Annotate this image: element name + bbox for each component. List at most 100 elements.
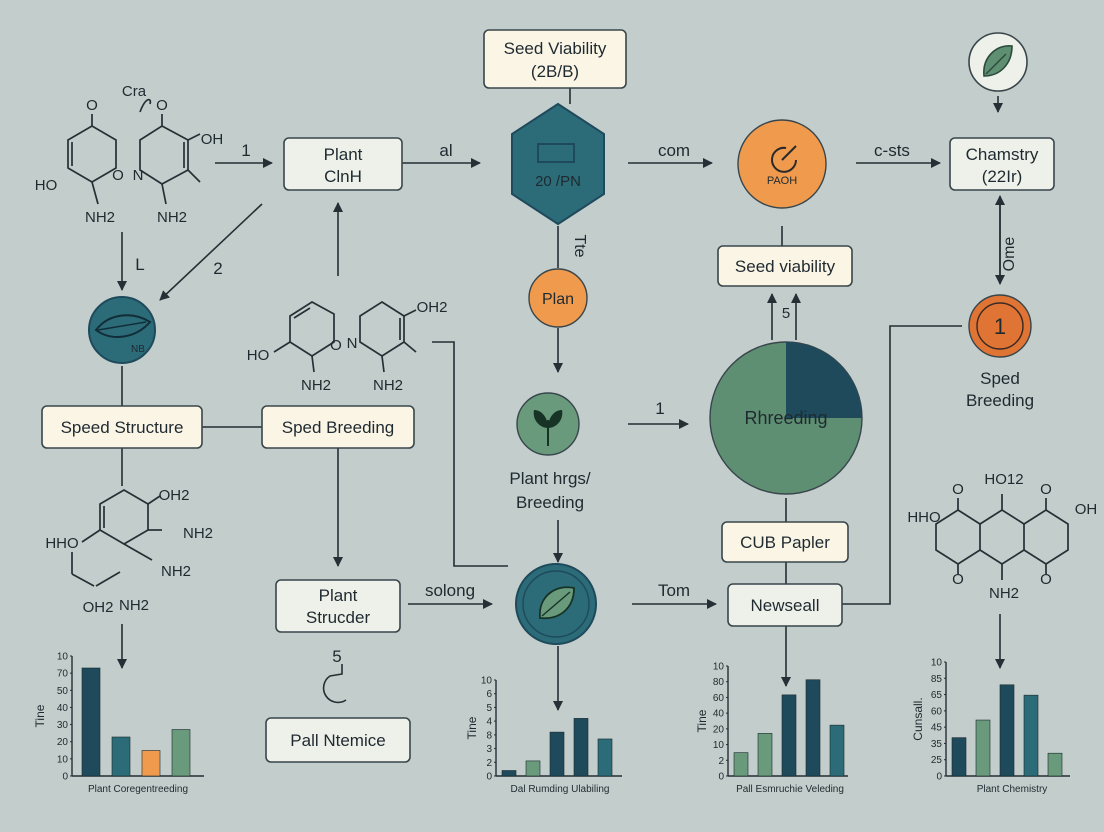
svg-text:Seed viability: Seed viability xyxy=(735,257,836,276)
edge-label-5-hook: 5 xyxy=(332,647,341,666)
screen-icon xyxy=(537,143,575,163)
node-plant-hrgs-label: Plant hrgs/ Breeding xyxy=(509,469,591,512)
edge-label-tte: Tte xyxy=(571,234,588,257)
tick-label: 45 xyxy=(931,723,943,734)
tick-label: 10 xyxy=(57,652,69,663)
svg-text:HO12: HO12 xyxy=(984,471,1023,488)
svg-text:NH2: NH2 xyxy=(301,377,331,394)
molecule-m1: O HO O NH2 xyxy=(35,97,124,226)
line-m4-to-leaf xyxy=(432,341,508,567)
svg-text:20 /PN: 20 /PN xyxy=(535,173,581,190)
y-axis-label: Cunsall. xyxy=(911,697,925,740)
svg-text:Sped: Sped xyxy=(980,369,1020,388)
svg-text:HO: HO xyxy=(35,177,58,194)
svg-text:HO: HO xyxy=(247,347,270,364)
bar xyxy=(951,737,967,777)
tick-label: 4 xyxy=(486,717,492,728)
tick-label: 0 xyxy=(486,772,492,783)
svg-text:NH2: NH2 xyxy=(161,563,191,580)
edge-label-csts: c-sts xyxy=(874,141,910,160)
tick-label: 10 xyxy=(713,662,725,673)
svg-text:O: O xyxy=(952,571,964,588)
tick-label: 0 xyxy=(936,772,942,783)
node-chamstry: Chamstry (22Ir) xyxy=(949,137,1055,191)
edge-label-al: al xyxy=(439,141,452,160)
edge-label-5-up: 5 xyxy=(782,305,790,322)
tick-label: 40 xyxy=(57,703,69,714)
tick-label: 80 xyxy=(713,677,725,688)
svg-text:PAOH: PAOH xyxy=(767,175,797,187)
edge-labels: 1 al com c-sts L 2 Tte 5 Ome 1 solong To… xyxy=(135,141,1018,666)
x-axis-label: Plant Chemistry xyxy=(977,784,1048,795)
bar xyxy=(81,667,101,777)
molecule-m3: HO O NH2 xyxy=(247,301,342,394)
svg-text:O: O xyxy=(86,97,98,114)
bar xyxy=(111,736,131,777)
hook-connector xyxy=(322,664,347,704)
svg-text:OH: OH xyxy=(1075,501,1098,518)
tick-label: 8 xyxy=(486,730,492,741)
tick-label: 35 xyxy=(931,739,943,750)
svg-text:O: O xyxy=(112,167,124,184)
bar xyxy=(573,718,589,777)
svg-text:Rhreeding: Rhreeding xyxy=(744,408,827,428)
node-hexagon: 20 /PN xyxy=(511,102,605,226)
bar xyxy=(999,684,1015,777)
bar xyxy=(141,750,161,777)
tick-label: 3 xyxy=(486,744,492,755)
x-axis-label: Plant Coregentreeding xyxy=(88,784,188,795)
edge-label-L: L xyxy=(135,255,144,274)
y-axis-label: Tine xyxy=(33,704,47,727)
tick-label: 60 xyxy=(931,706,943,717)
node-sped-breeding-box: Sped Breeding xyxy=(261,405,415,449)
node-speed-structure: Speed Structure xyxy=(41,405,203,449)
tick-label: 10 xyxy=(713,740,725,751)
tick-label: 2 xyxy=(718,756,724,767)
x-axis-label: Dal Rumding Ulabiling xyxy=(511,784,610,795)
y-axis-label: Tine xyxy=(465,716,479,739)
y-axis-label: Tine xyxy=(695,709,709,732)
pie-wedge xyxy=(786,342,862,418)
tick-label: 70 xyxy=(57,669,69,680)
bar xyxy=(829,724,845,777)
svg-text:Pall Ntemice: Pall Ntemice xyxy=(290,731,385,750)
edge-label-1: 1 xyxy=(241,141,250,160)
node-plant-strucder: Plant Strucder xyxy=(275,579,401,633)
tick-label: 5 xyxy=(486,703,492,714)
tick-label: 2 xyxy=(486,758,492,769)
edge-label-1-mid: 1 xyxy=(655,399,664,418)
node-seed-viability-top: Seed Viability (2B/B) xyxy=(483,29,627,89)
tick-label: 85 xyxy=(931,674,943,685)
svg-text:Breeding: Breeding xyxy=(516,493,584,512)
edge-label-ome: Ome xyxy=(1001,237,1018,272)
bar xyxy=(1047,752,1063,777)
svg-text:NH2: NH2 xyxy=(85,209,115,226)
svg-text:N: N xyxy=(133,167,144,184)
tick-label: 30 xyxy=(57,720,69,731)
connectors xyxy=(117,88,1005,711)
bar xyxy=(1023,694,1039,777)
bar xyxy=(501,770,517,777)
svg-text:HHO: HHO xyxy=(45,535,78,552)
svg-text:Strucder: Strucder xyxy=(306,608,371,627)
node-sprout-circle xyxy=(516,392,580,456)
tick-label: 6 xyxy=(486,689,492,700)
svg-text:N: N xyxy=(347,335,358,352)
bar xyxy=(975,719,991,777)
svg-text:OH2: OH2 xyxy=(83,599,114,616)
node-leaf-bottom xyxy=(515,563,597,645)
svg-text:NH2: NH2 xyxy=(183,525,213,542)
svg-text:Chamstry: Chamstry xyxy=(966,145,1039,164)
bar xyxy=(171,729,191,777)
svg-text:NH2: NH2 xyxy=(989,585,1019,602)
gauge-icon xyxy=(771,146,797,173)
svg-text:NB: NB xyxy=(131,344,145,355)
node-cub-papler: CUB Papler xyxy=(721,521,849,563)
arrow-diagonal xyxy=(159,203,263,301)
svg-text:Breeding: Breeding xyxy=(966,391,1034,410)
molecule-m4: OH2 N NH2 xyxy=(347,299,448,394)
molecule-m2: Cra O OH N NH2 xyxy=(122,83,223,226)
